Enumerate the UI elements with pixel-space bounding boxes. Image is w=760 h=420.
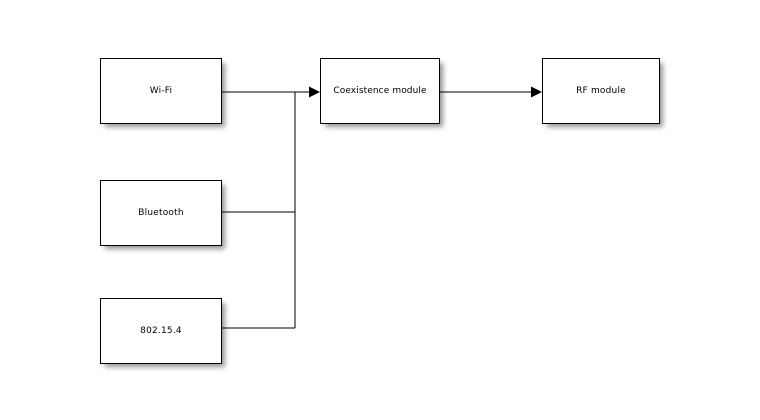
node-coexistence-module[interactable]: Coexistence module [320,58,440,124]
node-bluetooth-label: Bluetooth [138,207,184,218]
node-rf-module[interactable]: RF module [542,58,660,124]
arrowhead-into-coexistence [309,86,320,98]
node-bluetooth[interactable]: Bluetooth [100,180,222,246]
node-rf-module-label: RF module [576,85,626,96]
node-wifi[interactable]: Wi-Fi [100,58,222,124]
node-coexistence-module-label: Coexistence module [333,85,427,96]
arrowhead-into-rf [531,86,542,98]
node-802-15-4[interactable]: 802.15.4 [100,298,222,364]
node-802-15-4-label: 802.15.4 [140,325,182,336]
node-wifi-label: Wi-Fi [149,85,173,96]
